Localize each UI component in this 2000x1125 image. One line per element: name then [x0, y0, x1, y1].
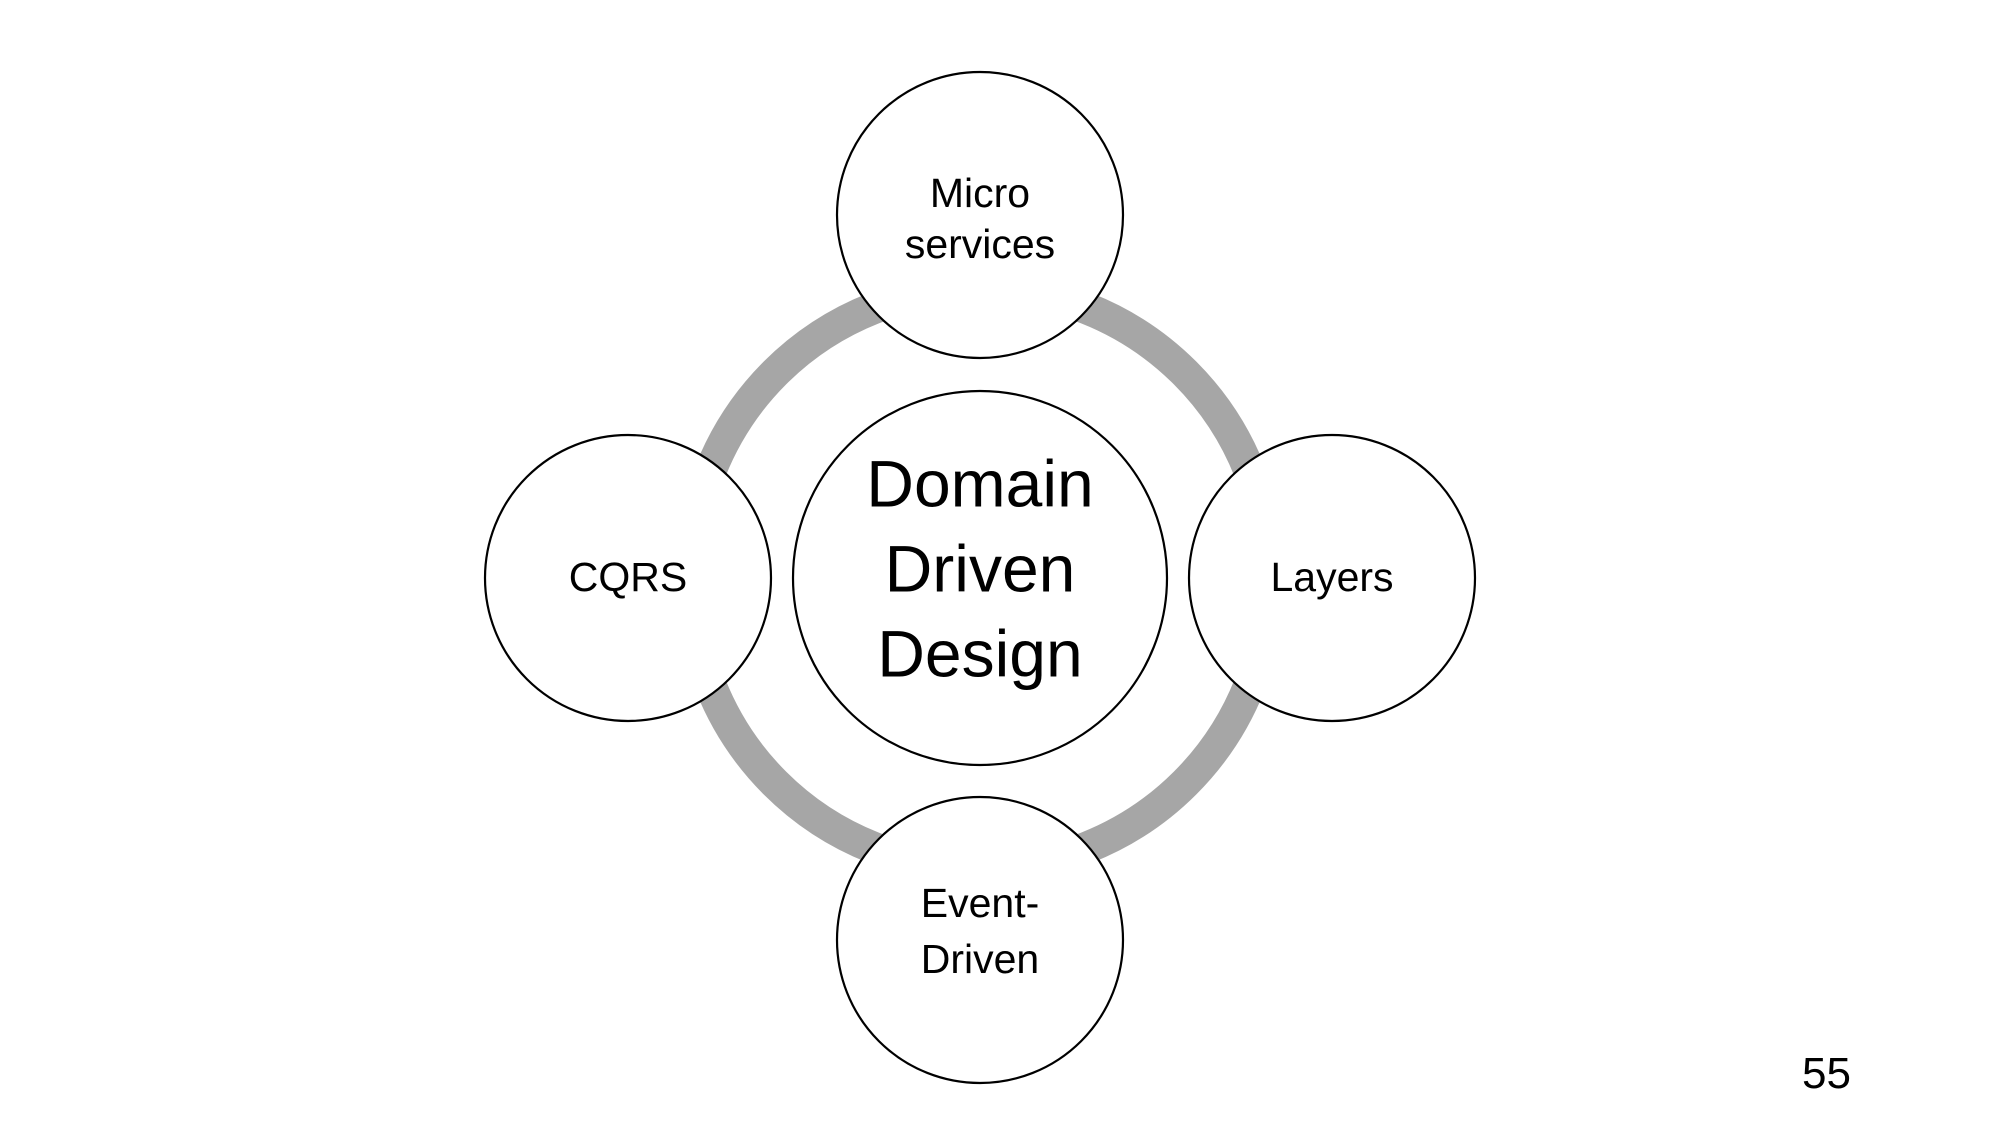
node-cqrs-label: CQRS: [569, 554, 687, 600]
page-number: 55: [1802, 1049, 1851, 1098]
node-cqrs-circle[interactable]: [483, 433, 773, 723]
node-event-driven-label-line1: Event-: [921, 880, 1040, 926]
node-domain-driven-design[interactable]: Domain Driven Design: [791, 389, 1169, 767]
node-microservices[interactable]: Micro services: [835, 70, 1125, 360]
node-event-driven[interactable]: Event- Driven: [835, 795, 1125, 1085]
node-cqrs[interactable]: CQRS: [483, 433, 773, 723]
node-layers-label: Layers: [1270, 554, 1393, 600]
node-microservices-label-line2: services: [905, 221, 1055, 267]
node-event-driven-label-line2: Driven: [921, 936, 1039, 982]
node-microservices-circle[interactable]: [835, 70, 1125, 360]
node-layers[interactable]: Layers: [1187, 433, 1477, 723]
node-domain-driven-design-label-line1: Domain: [866, 446, 1093, 520]
node-domain-driven-design-label-line2: Driven: [885, 531, 1076, 605]
node-event-driven-circle[interactable]: [835, 795, 1125, 1085]
node-domain-driven-design-circle[interactable]: [791, 389, 1169, 767]
node-domain-driven-design-label-line3: Design: [877, 616, 1082, 690]
node-microservices-label-line1: Micro: [930, 170, 1030, 216]
node-layers-circle[interactable]: [1187, 433, 1477, 723]
